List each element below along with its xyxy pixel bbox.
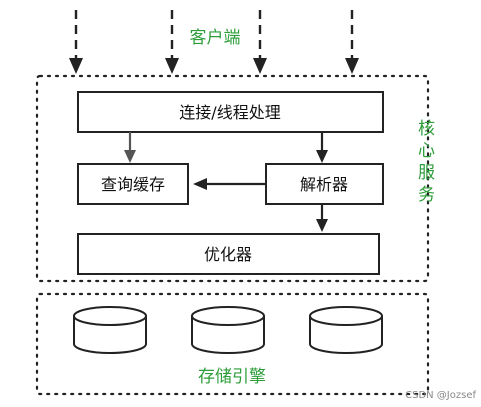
core-service-char-4: 务 [418,185,435,205]
core-service-char-1: 核 [418,119,435,139]
client-arrows [69,10,359,74]
watermark: CSDN @Jozsef [405,390,476,401]
arrow-connection-to-cache [124,132,136,163]
storage-disk-2 [191,306,265,354]
cache-box-label: 查询缓存 [101,175,165,194]
storage-disk-1 [73,306,147,354]
storage-disk-3 [309,306,383,354]
optimizer-box-label: 优化器 [204,245,252,264]
client-label: 客户端 [190,28,241,48]
optimizer-box: 优化器 [77,233,380,275]
core-service-label: 核 心 服 务 [418,119,440,205]
parser-box-label: 解析器 [300,175,348,194]
parser-box: 解析器 [265,163,384,205]
arrow-parser-to-optimizer [316,204,328,232]
core-service-container [35,74,430,283]
query-cache-box: 查询缓存 [77,163,189,205]
arrow-parser-to-cache [193,178,265,190]
connection-thread-box: 连接/线程处理 [77,91,384,133]
arrow-connection-to-parser [316,132,328,163]
storage-engine-label: 存储引擎 [198,367,266,387]
storage-engine-container [35,292,430,396]
core-service-char-3: 服 [418,163,435,183]
connection-box-label: 连接/线程处理 [179,103,280,122]
core-service-char-2: 心 [418,141,435,161]
